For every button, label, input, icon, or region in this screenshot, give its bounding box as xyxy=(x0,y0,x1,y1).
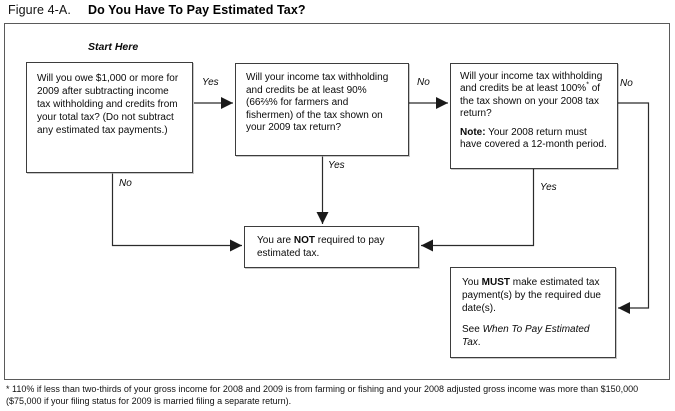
start-here-label: Start Here xyxy=(88,41,139,53)
label-no-q1-down: No xyxy=(119,178,132,189)
question-box-owe-1000: Will you owe $1,000 or more for 2009 aft… xyxy=(26,62,193,173)
note-text: Note: Your 2008 return must have covered… xyxy=(460,126,607,151)
question-box-100-percent: Will your income tax withholding and cre… xyxy=(450,63,618,169)
question-text: Will you owe $1,000 or more for 2009 aft… xyxy=(37,73,179,136)
figure-label: Figure 4-A. xyxy=(8,3,71,17)
see-reference-text: See When To Pay Estimated Tax. xyxy=(462,324,590,348)
reference-title: When To Pay Estimated Tax xyxy=(462,324,590,348)
question-box-90-percent: Will your income tax withholding and cre… xyxy=(235,63,409,156)
page-title: Figure 4-A. Do You Have To Pay Estimated… xyxy=(8,3,306,17)
result-text: You are NOT required to pay estimated ta… xyxy=(257,235,385,259)
label-yes-q1-to-q2: Yes xyxy=(202,77,219,88)
label-no-q2-to-q3: No xyxy=(417,77,430,88)
result-box-must-pay: You MUST make estimated tax payment(s) b… xyxy=(450,267,616,358)
figure-heading: Do You Have To Pay Estimated Tax? xyxy=(87,3,306,17)
label-yes-q2-down: Yes xyxy=(328,160,345,171)
footnote-asterisk-ref: * xyxy=(586,82,589,90)
label-no-q3-right: No xyxy=(620,78,633,89)
question-text: Will your income tax withholding and cre… xyxy=(460,71,603,120)
footnote-text: * 110% if less than two-thirds of your g… xyxy=(6,384,639,406)
result-box-not-required: You are NOT required to pay estimated ta… xyxy=(244,226,419,268)
result-text: You MUST make estimated tax payment(s) b… xyxy=(462,277,601,314)
question-text: Will your income tax withholding and cre… xyxy=(246,72,389,134)
label-yes-q3-down: Yes xyxy=(540,182,557,193)
